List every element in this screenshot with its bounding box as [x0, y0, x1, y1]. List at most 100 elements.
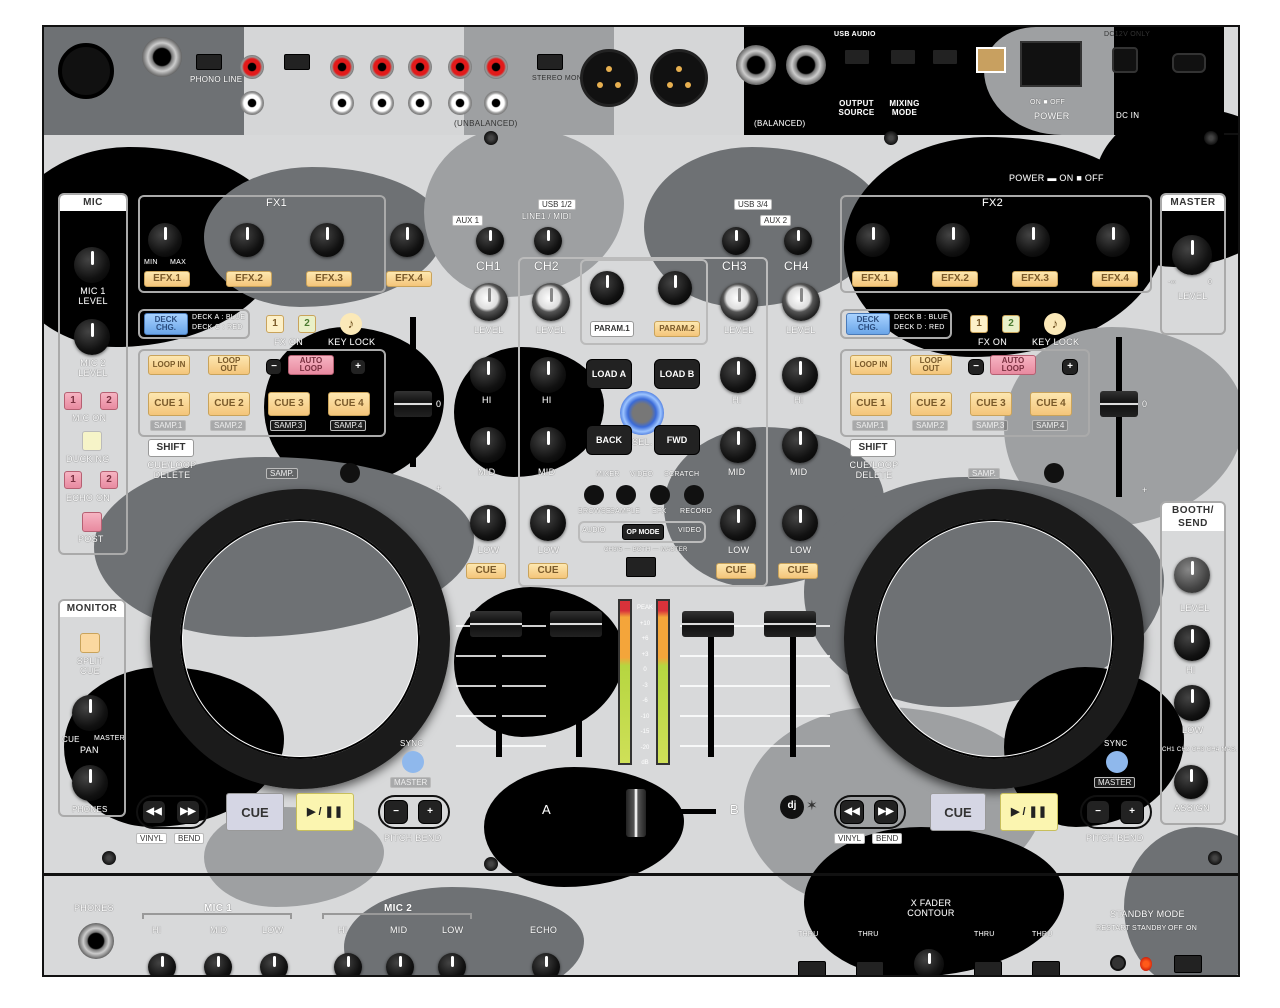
phones-knob[interactable] [72, 765, 108, 801]
rca-white[interactable] [370, 91, 394, 115]
loop-out-button-left[interactable]: LOOP OUT [208, 355, 250, 375]
param2-button[interactable]: PARAM.2 [654, 321, 700, 337]
pc-mac-switch[interactable] [932, 49, 958, 65]
master-select-switch[interactable] [626, 557, 656, 577]
record-button[interactable] [684, 485, 704, 505]
mic2-level-knob[interactable] [74, 319, 110, 355]
loop-out-button-right[interactable]: LOOP OUT [910, 355, 952, 375]
load-a-button[interactable]: LOAD A [586, 359, 632, 389]
pitch-fader-right[interactable] [1100, 391, 1138, 417]
echo-on-2-button[interactable]: 2 [100, 471, 118, 489]
ch1-fader-track[interactable] [496, 627, 502, 757]
ch1-cue-button[interactable]: CUE [466, 563, 506, 579]
key-lock-button-left[interactable]: ♪ [340, 313, 362, 335]
fx2-knob-3[interactable] [1016, 223, 1050, 257]
pan-knob[interactable] [72, 695, 108, 731]
split-cue-button[interactable] [80, 633, 100, 653]
ch4-low-knob[interactable] [782, 505, 818, 541]
fx-on-2-button-left[interactable]: 2 [298, 315, 316, 333]
ch1-fader[interactable] [470, 611, 522, 637]
phono-line-switch[interactable] [196, 54, 222, 70]
echo-on-1-button[interactable]: 1 [64, 471, 82, 489]
xfader-contour-knob[interactable] [914, 949, 944, 975]
ch1-mid-knob[interactable] [470, 427, 506, 463]
mixing-mode-switch[interactable] [890, 49, 916, 65]
fx-on-1-button-right[interactable]: 1 [970, 315, 988, 333]
ch2-mid-knob[interactable] [530, 427, 566, 463]
auto-loop-button-left[interactable]: AUTO LOOP [288, 355, 334, 375]
mic1-mid-knob[interactable] [204, 953, 232, 975]
cue2-button-left[interactable]: CUE 2 [208, 392, 250, 416]
ch3-low-knob[interactable] [720, 505, 756, 541]
loop-minus-button-left[interactable]: − [266, 359, 282, 375]
param1-knob[interactable] [590, 271, 624, 305]
ch1-low-knob[interactable] [470, 505, 506, 541]
crossfader[interactable] [626, 789, 646, 837]
pitch-bend-plus-right[interactable]: + [1120, 800, 1144, 824]
cue4-button-right[interactable]: CUE 4 [1030, 392, 1072, 416]
xlr-out-right[interactable] [650, 49, 708, 107]
booth-hi-knob[interactable] [1174, 625, 1210, 661]
ch4-mid-knob[interactable] [782, 427, 818, 463]
sample-button[interactable] [616, 485, 636, 505]
booth-level-knob[interactable] [1174, 557, 1210, 593]
ch4-hi-knob[interactable] [782, 357, 818, 393]
back-button[interactable]: BACK [586, 425, 632, 455]
fx2-efx3-button[interactable]: EFX.3 [1012, 271, 1058, 287]
shift-button-right[interactable]: SHIFT [850, 439, 896, 457]
cue-button-right[interactable]: CUE [930, 793, 986, 831]
op-mode-button[interactable]: OP MODE [622, 524, 664, 540]
ch2-source-knob[interactable] [534, 227, 562, 255]
rewind-button-right[interactable]: ◀◀ [840, 800, 864, 824]
pitch-bend-plus-left[interactable]: + [418, 800, 442, 824]
play-pause-button-left[interactable]: ▶ / ❚❚ [296, 793, 354, 831]
pitch-bend-minus-right[interactable]: − [1086, 800, 1110, 824]
fx1-knob-1[interactable] [148, 223, 182, 257]
fx2-knob-2[interactable] [936, 223, 970, 257]
post-button[interactable] [82, 512, 102, 532]
ch4-assign-switch[interactable] [1032, 961, 1060, 975]
sync-button-left[interactable] [402, 751, 424, 773]
browse-button[interactable] [584, 485, 604, 505]
forward-button-right[interactable]: ▶▶ [874, 800, 898, 824]
ch2-level-knob[interactable] [532, 283, 570, 321]
ch3-hi-knob[interactable] [720, 357, 756, 393]
booth-low-knob[interactable] [1174, 685, 1210, 721]
mic1-level-knob[interactable] [74, 247, 110, 283]
cue4-button-left[interactable]: CUE 4 [328, 392, 370, 416]
param1-button[interactable]: PARAM.1 [590, 321, 634, 337]
fx-on-2-button-right[interactable]: 2 [1002, 315, 1020, 333]
combo-mic-jack[interactable] [58, 43, 114, 99]
key-lock-button-right[interactable]: ♪ [1044, 313, 1066, 335]
cue3-button-right[interactable]: CUE 3 [970, 392, 1012, 416]
cue3-button-left[interactable]: CUE 3 [268, 392, 310, 416]
ch1-level-knob[interactable] [470, 283, 508, 321]
forward-button-left[interactable]: ▶▶ [176, 800, 200, 824]
fx2-efx4-button[interactable]: EFX.4 [1092, 271, 1138, 287]
ch1-assign-switch[interactable] [798, 961, 826, 975]
cue1-button-left[interactable]: CUE 1 [148, 392, 190, 416]
ch2-assign-switch[interactable] [856, 961, 884, 975]
booth-assign-knob[interactable] [1174, 765, 1208, 799]
fx2-knob-4[interactable] [1096, 223, 1130, 257]
output-source-switch[interactable] [844, 49, 870, 65]
auto-loop-button-right[interactable]: AUTO LOOP [990, 355, 1036, 375]
power-switch[interactable] [1020, 41, 1082, 87]
master-level-knob[interactable] [1172, 235, 1212, 275]
loop-in-button-left[interactable]: LOOP IN [148, 355, 190, 375]
mic2-hi-knob[interactable] [334, 953, 362, 975]
ch3-fader[interactable] [682, 611, 734, 637]
line-phono-switch[interactable] [284, 54, 310, 70]
cue1-button-right[interactable]: CUE 1 [850, 392, 892, 416]
sync-button-right[interactable] [1106, 751, 1128, 773]
usb-port[interactable] [976, 47, 1006, 73]
rca-red[interactable] [448, 55, 472, 79]
ch3-mid-knob[interactable] [720, 427, 756, 463]
mic2-low-knob[interactable] [438, 953, 466, 975]
efx4-button[interactable]: EFX.4 [386, 271, 432, 287]
mic1-low-knob[interactable] [260, 953, 288, 975]
rca-red[interactable] [408, 55, 432, 79]
ch3-level-knob[interactable] [720, 283, 758, 321]
rca-white[interactable] [240, 91, 264, 115]
ch4-level-knob[interactable] [782, 283, 820, 321]
